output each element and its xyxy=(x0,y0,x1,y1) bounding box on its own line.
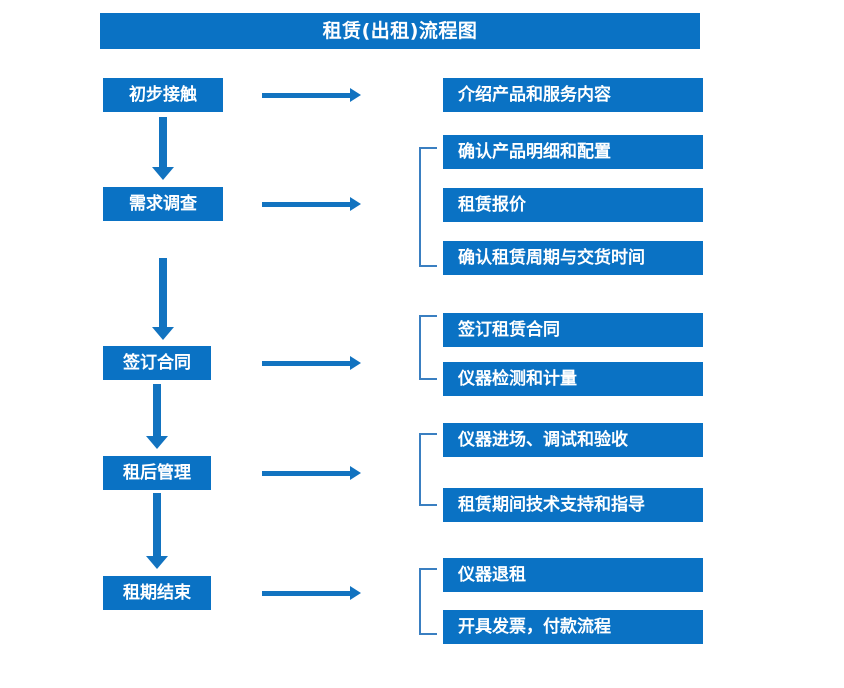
group-bracket-demand-survey xyxy=(419,147,437,267)
detail-label: 仪器退租 xyxy=(458,564,526,585)
detail-label: 租赁期间技术支持和指导 xyxy=(458,494,645,515)
detail-box-invoice-payment[interactable]: 开具发票，付款流程 xyxy=(443,610,703,644)
down-arrow-icon-stage3-to-stage4 xyxy=(146,384,168,449)
detail-box-introduce-products[interactable]: 介绍产品和服务内容 xyxy=(443,78,703,112)
down-arrow-icon-stage2-to-stage3 xyxy=(152,258,174,340)
group-bracket-post-rental-management xyxy=(419,433,437,506)
page-title: 租赁(出租)流程图 xyxy=(322,19,478,42)
detail-label: 确认产品明细和配置 xyxy=(458,141,611,162)
stage-label: 租期结束 xyxy=(123,582,191,603)
down-arrow-icon-stage1-to-stage2 xyxy=(152,117,174,180)
detail-box-confirm-product-spec[interactable]: 确认产品明细和配置 xyxy=(443,135,703,169)
stage-box-demand-survey[interactable]: 需求调查 xyxy=(103,187,223,221)
stage-label: 租后管理 xyxy=(123,462,191,483)
detail-box-technical-support[interactable]: 租赁期间技术支持和指导 xyxy=(443,488,703,522)
down-arrow-icon-stage4-to-stage5 xyxy=(146,493,168,569)
detail-box-sign-rental-contract[interactable]: 签订租赁合同 xyxy=(443,313,703,347)
detail-box-confirm-period-delivery[interactable]: 确认租赁周期与交货时间 xyxy=(443,241,703,275)
detail-box-instrument-inspection[interactable]: 仪器检测和计量 xyxy=(443,362,703,396)
detail-label: 开具发票，付款流程 xyxy=(458,616,611,637)
stage-label: 初步接触 xyxy=(129,84,197,105)
detail-box-instrument-entry-commission[interactable]: 仪器进场、调试和验收 xyxy=(443,423,703,457)
stage-box-initial-contact[interactable]: 初步接触 xyxy=(103,78,223,112)
detail-label: 仪器进场、调试和验收 xyxy=(458,429,628,450)
group-bracket-rental-end xyxy=(419,568,437,635)
right-arrow-icon-stage4 xyxy=(262,466,361,480)
detail-label: 仪器检测和计量 xyxy=(458,368,577,389)
right-arrow-icon-stage5 xyxy=(262,586,361,600)
stage-label: 需求调查 xyxy=(129,193,197,214)
detail-label: 签订租赁合同 xyxy=(458,319,560,340)
detail-label: 确认租赁周期与交货时间 xyxy=(458,247,645,268)
right-arrow-icon-stage3 xyxy=(262,356,361,370)
detail-label: 介绍产品和服务内容 xyxy=(458,84,611,105)
detail-box-rental-quotation[interactable]: 租赁报价 xyxy=(443,188,703,222)
right-arrow-icon-stage2 xyxy=(262,197,361,211)
detail-box-instrument-return[interactable]: 仪器退租 xyxy=(443,558,703,592)
detail-label: 租赁报价 xyxy=(458,194,526,215)
stage-box-sign-contract[interactable]: 签订合同 xyxy=(103,346,211,380)
group-bracket-sign-contract xyxy=(419,315,437,380)
stage-box-post-rental-management[interactable]: 租后管理 xyxy=(103,456,211,490)
stage-label: 签订合同 xyxy=(123,352,191,373)
chart-title-bar: 租赁(出租)流程图 xyxy=(100,13,700,49)
stage-box-rental-end[interactable]: 租期结束 xyxy=(103,576,211,610)
right-arrow-icon-stage1 xyxy=(262,88,361,102)
